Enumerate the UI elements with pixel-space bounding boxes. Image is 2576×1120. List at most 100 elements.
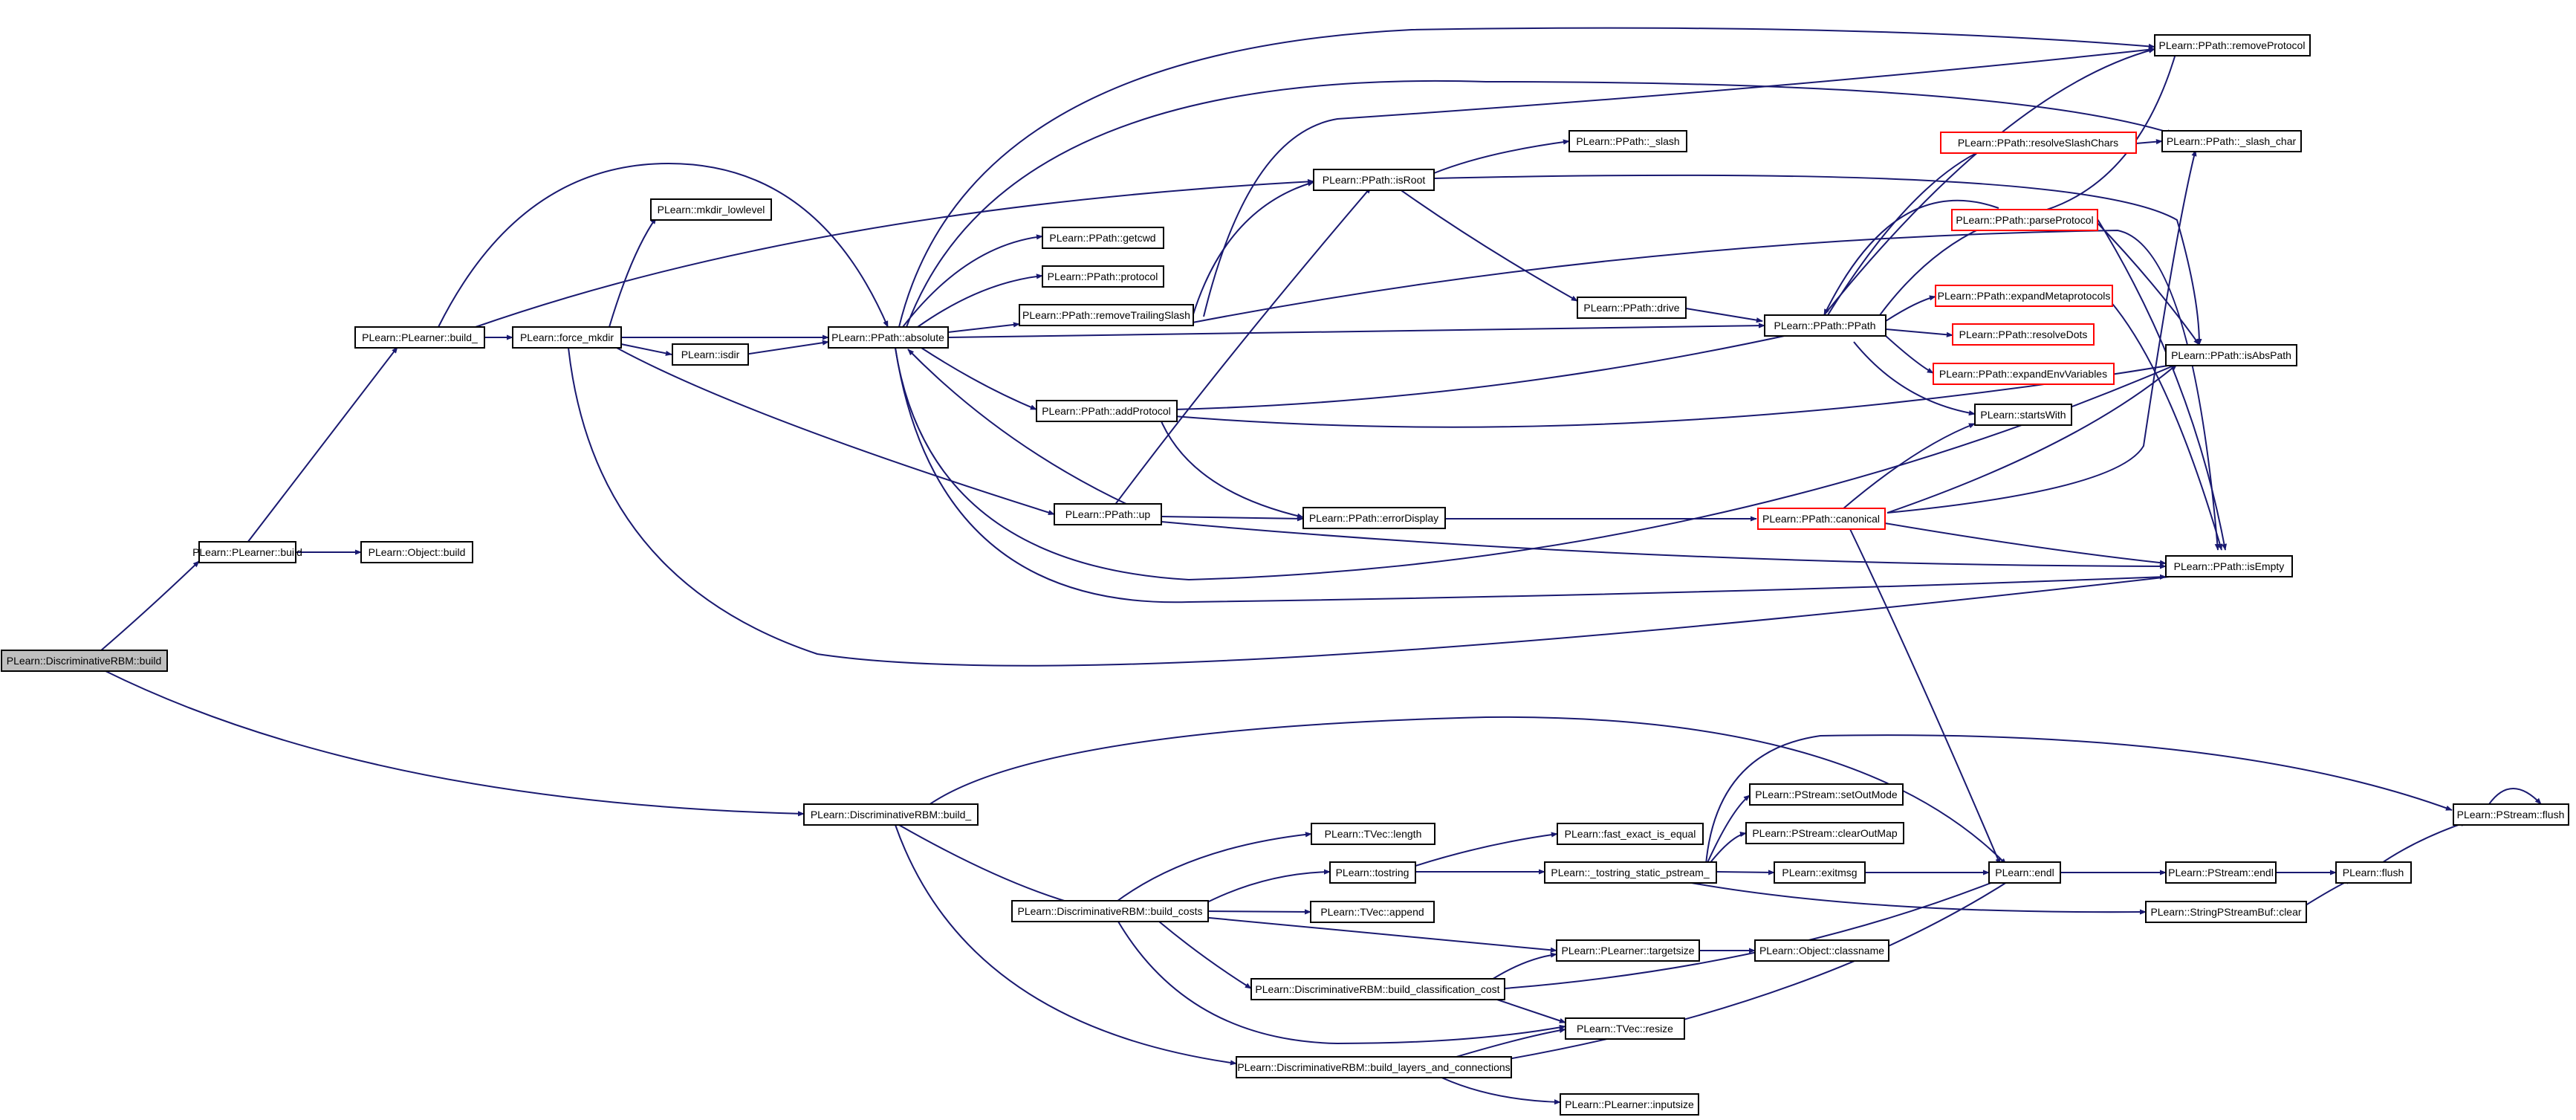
node-label: PLearn::PPath::absolute (831, 331, 944, 343)
node-ppath-absolute[interactable]: PLearn::PPath::absolute (828, 326, 949, 349)
node-label: PLearn::PPath::isEmpty (2174, 560, 2285, 572)
node-tostring-static-pstream[interactable]: PLearn::_tostring_static_pstream_ (1544, 861, 1717, 884)
node-plearner-inputsize[interactable]: PLearn::PLearner::inputsize (1560, 1093, 1699, 1116)
node-label: PLearn::PLearner::build (192, 546, 302, 558)
node-label: PLearn::PLearner::inputsize (1565, 1098, 1694, 1110)
node-pstream-clearoutmap[interactable]: PLearn::PStream::clearOutMap (1745, 822, 1904, 844)
edge-canonical-to-slash-char (1886, 149, 2197, 514)
node-plearner-targetsize[interactable]: PLearn::PLearner::targetsize (1556, 939, 1700, 962)
node-label: PLearn::PPath::getcwd (1049, 232, 1155, 244)
edge-expandmetaprotocols-to-isempty (2109, 300, 2223, 551)
edge-tostring-to-fast-exact (1415, 832, 1558, 867)
node-ppath-up[interactable]: PLearn::PPath::up (1054, 503, 1162, 525)
node-tvec-resize[interactable]: PLearn::TVec::resize (1565, 1017, 1685, 1040)
edge-build_costs-to-resize (1117, 921, 1566, 1045)
edge-canonical-to-isempty (1884, 522, 2167, 566)
edge-ppath-to-startswith (1853, 341, 1976, 416)
node-fast-exact-is-equal[interactable]: PLearn::fast_exact_is_equal (1557, 823, 1704, 845)
node-label: PLearn::TVec::resize (1577, 1023, 1673, 1035)
node-object-build[interactable]: PLearn::Object::build (360, 541, 473, 563)
node-ppath-resolveslashchars[interactable]: PLearn::PPath::resolveSlashChars (1940, 132, 2137, 154)
node-ppath-drive[interactable]: PLearn::PPath::drive (1577, 297, 1687, 319)
edge-resolveslashchars-to-slash-char (2135, 139, 2163, 145)
edge-build_costs-to-tostring (1201, 869, 1331, 906)
node-pstream-endl[interactable]: PLearn::PStream::endl (2165, 861, 2277, 884)
node-label: PLearn::PPath::_slash_char (2167, 135, 2297, 147)
node-ppath-isempty[interactable]: PLearn::PPath::isEmpty (2165, 555, 2293, 577)
edge-tostring-static-to-pstream-flush (1705, 734, 2453, 865)
node-ppath-parseprotocol[interactable]: PLearn::PPath::parseProtocol (1951, 209, 2098, 231)
node-ppath-ppath[interactable]: PLearn::PPath::PPath (1764, 314, 1886, 337)
node-label: PLearn::mkdir_lowlevel (658, 204, 765, 216)
edge-build_-to-isroot (475, 178, 1314, 328)
node-mkdir-lowlevel[interactable]: PLearn::mkdir_lowlevel (650, 198, 772, 221)
node-ppath-resolvedots[interactable]: PLearn::PPath::resolveDots (1952, 323, 2095, 346)
node-label: PLearn::PPath::_slash (1576, 135, 1679, 147)
node-label: PLearn::Object::classname (1759, 945, 1884, 956)
edge-up-to-isempty (1161, 521, 2167, 569)
node-label: PLearn::flush (2343, 867, 2404, 878)
edge-isroot-to-drive (1396, 187, 1578, 302)
node-ppath-expandmetaprotocols[interactable]: PLearn::PPath::expandMetaprotocols (1935, 285, 2113, 307)
node-pstream-setoutmode[interactable]: PLearn::PStream::setOutMode (1749, 783, 1904, 806)
edge-build-to-plearner-build (100, 560, 200, 652)
edge-addprotocol-to-isabspath (1173, 362, 2178, 428)
node-ppath-errordisplay[interactable]: PLearn::PPath::errorDisplay (1302, 507, 1446, 529)
node-plearner-build_[interactable]: PLearn::PLearner::build_ (354, 326, 485, 349)
node-discriminativerbm-build[interactable]: PLearn::DiscriminativeRBM::build (1, 650, 168, 672)
node-discriminativerbm-build-classification-cost[interactable]: PLearn::DiscriminativeRBM::build_classif… (1250, 978, 1505, 1000)
node-discriminativerbm-build-costs[interactable]: PLearn::DiscriminativeRBM::build_costs (1011, 900, 1209, 922)
node-ppath-addprotocol[interactable]: PLearn::PPath::addProtocol (1036, 400, 1178, 422)
node-label: PLearn::force_mkdir (520, 331, 614, 343)
edge-flush-to-pstream-flush (2377, 821, 2468, 867)
edge-drbm-build_-to-layers (895, 824, 1237, 1066)
edge-build_costs-to-targetsize (1201, 916, 1557, 953)
node-label: PLearn::PPath::canonical (1762, 513, 1880, 525)
node-ppath-canonical[interactable]: PLearn::PPath::canonical (1757, 508, 1886, 530)
edge-layers-to-inputsize (1433, 1073, 1561, 1105)
edge-isroot-to-_slash (1433, 139, 1570, 174)
node-label: PLearn::PPath::drive (1583, 302, 1679, 314)
node-isdir[interactable]: PLearn::isdir (672, 343, 749, 366)
node-label: PLearn::PPath::isRoot (1323, 174, 1426, 186)
node-discriminativerbm-build-layers-and-connections[interactable]: PLearn::DiscriminativeRBM::build_layers_… (1236, 1056, 1512, 1078)
node-ppath-isroot[interactable]: PLearn::PPath::isRoot (1313, 169, 1435, 191)
node-label: PLearn::startsWith (1980, 409, 2066, 421)
node-discriminativerbm-build_[interactable]: PLearn::DiscriminativeRBM::build_ (803, 803, 979, 826)
edge-ppath-to-expandenvvariables (1885, 335, 1934, 374)
node-stringpstreambuf-clear[interactable]: PLearn::StringPStreamBuf::clear (2145, 901, 2307, 923)
node-ppath-expandenvvariables[interactable]: PLearn::PPath::expandEnvVariables (1933, 363, 2115, 385)
edge-tostring-static-to-exitmsg (1716, 870, 1775, 875)
edge-absolute-to-addprotocol (921, 347, 1037, 410)
node-ppath-protocol[interactable]: PLearn::PPath::protocol (1042, 265, 1164, 288)
node-label: PLearn::PStream::endl (2168, 867, 2274, 878)
edge-absolute-to-isabspath (895, 347, 2178, 581)
node-ppath-getcwd[interactable]: PLearn::PPath::getcwd (1042, 227, 1164, 249)
edge-build_costs-to-length (1114, 832, 1312, 904)
node-startswith[interactable]: PLearn::startsWith (1974, 404, 2072, 426)
node-pstream-flush[interactable]: PLearn::PStream::flush (2453, 803, 2569, 826)
node-plearner-build[interactable]: PLearn::PLearner::build (192, 541, 302, 563)
node-ppath-removetrailingslash[interactable]: PLearn::PPath::removeTrailingSlash (1019, 304, 1194, 326)
node-ppath-isabspath[interactable]: PLearn::PPath::isAbsPath (2165, 344, 2297, 366)
node-force-mkdir[interactable]: PLearn::force_mkdir (512, 326, 622, 349)
node-label: PLearn::DiscriminativeRBM::build_ (811, 809, 972, 820)
node-flush[interactable]: PLearn::flush (2335, 861, 2412, 884)
node-tostring[interactable]: PLearn::tostring (1329, 861, 1416, 884)
edge-isdir-to-absolute (744, 340, 829, 355)
edge-removetrailingslash-to-removeprotocol (1203, 47, 2155, 317)
node-endl[interactable]: PLearn::endl (1988, 861, 2061, 884)
node-ppath-removeprotocol[interactable]: PLearn::PPath::removeProtocol (2154, 34, 2311, 56)
node-exitmsg[interactable]: PLearn::exitmsg (1774, 861, 1866, 884)
node-object-classname[interactable]: PLearn::Object::classname (1754, 939, 1889, 962)
node-label: PLearn::PPath::addProtocol (1042, 405, 1171, 417)
node-tvec-length[interactable]: PLearn::TVec::length (1311, 823, 1435, 845)
nodes: PLearn::DiscriminativeRBM::build PLearn:… (1, 34, 2569, 1116)
edge-plearner-build-to-build_ (247, 346, 398, 543)
node-ppath-_slash[interactable]: PLearn::PPath::_slash (1568, 130, 1687, 152)
node-label: PLearn::PPath::resolveDots (1959, 328, 2088, 340)
edge-layers-to-endl (1508, 876, 2016, 1060)
node-ppath-slash-char[interactable]: PLearn::PPath::_slash_char (2161, 130, 2302, 152)
edge-canonical-to-endl (1849, 528, 2001, 865)
node-tvec-append[interactable]: PLearn::TVec::append (1310, 901, 1435, 923)
